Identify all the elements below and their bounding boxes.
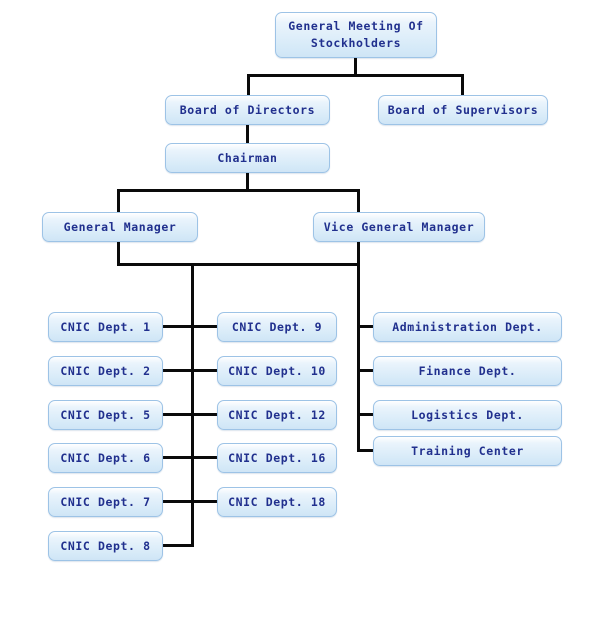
connector-rung-left-6 bbox=[163, 544, 194, 547]
connector-level2-bus bbox=[247, 74, 464, 77]
connector-managers-bus bbox=[117, 189, 360, 192]
connector-rung-middle-4 bbox=[191, 456, 217, 459]
connector-rung-left-3 bbox=[163, 413, 194, 416]
node-dept-left-4[interactable]: CNIC Dept. 6 bbox=[48, 443, 163, 473]
node-dept-right-1[interactable]: Administration Dept. bbox=[373, 312, 562, 342]
node-chairman[interactable]: Chairman bbox=[165, 143, 330, 173]
connector-chairman-stem bbox=[246, 173, 249, 191]
connector-rung-middle-5 bbox=[191, 500, 217, 503]
connector-rung-right-3 bbox=[357, 413, 375, 416]
node-dept-middle-1[interactable]: CNIC Dept. 9 bbox=[217, 312, 337, 342]
node-vice-general-manager[interactable]: Vice General Manager bbox=[313, 212, 485, 242]
node-dept-left-1[interactable]: CNIC Dept. 1 bbox=[48, 312, 163, 342]
node-general-meeting-of-stockholders[interactable]: General Meeting Of Stockholders bbox=[275, 12, 437, 58]
connector-to-board-of-supervisors bbox=[461, 74, 464, 95]
connector-rung-right-2 bbox=[357, 369, 375, 372]
connector-rung-left-1 bbox=[163, 325, 194, 328]
node-dept-left-5[interactable]: CNIC Dept. 7 bbox=[48, 487, 163, 517]
connector-rung-middle-2 bbox=[191, 369, 217, 372]
node-dept-left-6[interactable]: CNIC Dept. 8 bbox=[48, 531, 163, 561]
node-dept-left-3[interactable]: CNIC Dept. 5 bbox=[48, 400, 163, 430]
node-board-of-directors[interactable]: Board of Directors bbox=[165, 95, 330, 125]
node-dept-right-4[interactable]: Training Center bbox=[373, 436, 562, 466]
connector-to-vice-general-manager bbox=[357, 189, 360, 212]
connector-right-trunk bbox=[357, 263, 360, 452]
connector-rung-right-1 bbox=[357, 325, 375, 328]
connector-rung-left-5 bbox=[163, 500, 194, 503]
node-dept-middle-5[interactable]: CNIC Dept. 18 bbox=[217, 487, 337, 517]
connector-rung-left-2 bbox=[163, 369, 194, 372]
connector-vice-general-manager-stem bbox=[357, 242, 360, 266]
node-board-of-supervisors[interactable]: Board of Supervisors bbox=[378, 95, 548, 125]
connector-directors-to-chairman bbox=[246, 125, 249, 143]
connector-rung-middle-1 bbox=[191, 325, 217, 328]
node-dept-right-3[interactable]: Logistics Dept. bbox=[373, 400, 562, 430]
connector-rung-right-4 bbox=[357, 449, 375, 452]
node-general-manager[interactable]: General Manager bbox=[42, 212, 198, 242]
connector-general-manager-stem bbox=[117, 242, 120, 266]
connector-stockholders-stem bbox=[354, 58, 357, 76]
node-dept-right-2[interactable]: Finance Dept. bbox=[373, 356, 562, 386]
connector-center-trunk bbox=[191, 263, 194, 546]
connector-rung-middle-3 bbox=[191, 413, 217, 416]
node-dept-left-2[interactable]: CNIC Dept. 2 bbox=[48, 356, 163, 386]
node-dept-middle-3[interactable]: CNIC Dept. 12 bbox=[217, 400, 337, 430]
node-dept-middle-2[interactable]: CNIC Dept. 10 bbox=[217, 356, 337, 386]
connector-to-general-manager bbox=[117, 189, 120, 212]
connector-departments-bus bbox=[117, 263, 360, 266]
connector-to-board-of-directors bbox=[247, 74, 250, 95]
connector-rung-left-4 bbox=[163, 456, 194, 459]
node-dept-middle-4[interactable]: CNIC Dept. 16 bbox=[217, 443, 337, 473]
